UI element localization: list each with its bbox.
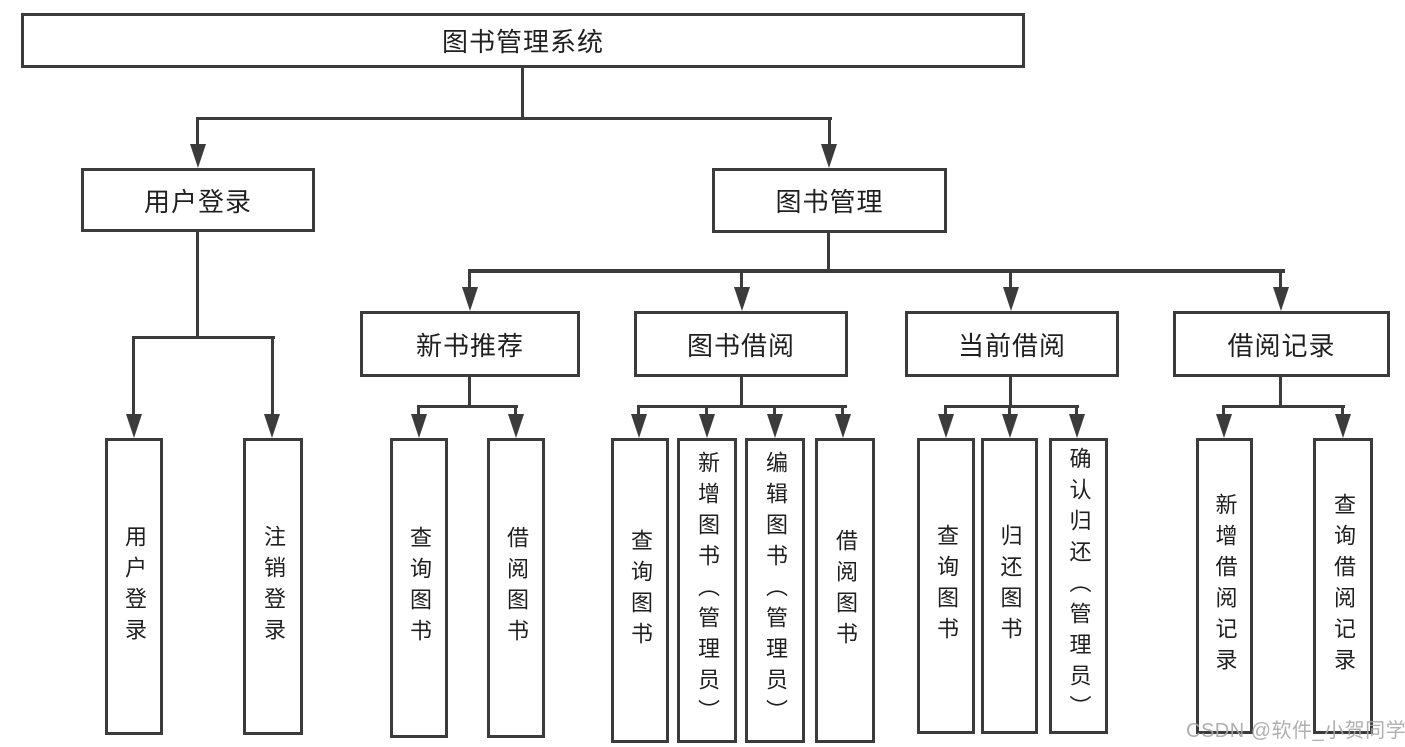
arrowhead-down-icon bbox=[411, 414, 427, 438]
leaf-borrow-book-1: 借阅图书 bbox=[487, 438, 545, 738]
node-current-borrow-label: 当前借阅 bbox=[957, 330, 1066, 361]
arrowhead-down-icon bbox=[190, 144, 206, 168]
arrowhead-down-icon bbox=[126, 414, 142, 438]
leaf-query-borrow-record-label: 查询借阅记录 bbox=[1331, 493, 1356, 679]
connector-line bbox=[1009, 377, 1012, 407]
connector-line bbox=[773, 407, 776, 416]
arrowhead-down-icon bbox=[1216, 414, 1232, 438]
node-borrow-record-label: 借阅记录 bbox=[1227, 330, 1336, 361]
connector-line bbox=[1075, 407, 1078, 416]
connector-line bbox=[841, 407, 844, 416]
arrowhead-down-icon bbox=[767, 414, 783, 438]
leaf-query-book-2: 查询图书 bbox=[611, 438, 669, 743]
csdn-watermark: CSDN @软件_小贺同学 bbox=[1186, 720, 1405, 742]
node-borrow-record: 借阅记录 bbox=[1173, 311, 1390, 377]
leaf-edit-book-admin-label: 编辑图书（管理员） bbox=[763, 451, 788, 730]
arrowhead-down-icon bbox=[1003, 287, 1019, 311]
connector-line bbox=[468, 377, 471, 407]
connector-line bbox=[740, 377, 743, 407]
connector-line bbox=[417, 407, 420, 416]
connector-line bbox=[1341, 407, 1344, 416]
node-user-login: 用户登录 bbox=[81, 168, 315, 232]
connector-line bbox=[1008, 407, 1011, 416]
connector-line bbox=[1222, 405, 1345, 408]
arrowhead-down-icon bbox=[835, 414, 851, 438]
connector-line bbox=[828, 117, 831, 147]
leaf-return-book-label: 归还图书 bbox=[997, 524, 1023, 648]
leaf-user-login-label: 用户登录 bbox=[122, 524, 147, 649]
leaf-borrow-book-2: 借阅图书 bbox=[815, 438, 875, 743]
arrowhead-down-icon bbox=[264, 414, 280, 438]
arrowhead-down-icon bbox=[1335, 414, 1351, 438]
arrowhead-down-icon bbox=[1002, 414, 1018, 438]
leaf-add-borrow-record-label: 新增借阅记录 bbox=[1212, 493, 1238, 679]
leaf-query-book-3-label: 查询图书 bbox=[934, 524, 959, 648]
node-current-borrow: 当前借阅 bbox=[905, 311, 1119, 377]
arrowhead-down-icon bbox=[508, 414, 524, 438]
leaf-borrow-book-2-label: 借阅图书 bbox=[833, 528, 858, 653]
node-book-management: 图书管理 bbox=[712, 168, 947, 233]
connector-line bbox=[132, 336, 135, 416]
leaf-return-book: 归还图书 bbox=[981, 438, 1038, 734]
connector-line bbox=[1009, 273, 1012, 288]
leaf-edit-book-admin: 编辑图书（管理员） bbox=[745, 438, 805, 743]
arrowhead-down-icon bbox=[1069, 414, 1085, 438]
connector-line bbox=[637, 407, 640, 416]
connector-line bbox=[271, 336, 274, 416]
connector-line bbox=[1279, 273, 1282, 288]
arrowhead-down-icon bbox=[938, 414, 954, 438]
connector-line bbox=[132, 336, 275, 339]
leaf-query-book-1: 查询图书 bbox=[390, 438, 448, 738]
connector-line bbox=[468, 269, 1285, 273]
connector-line bbox=[944, 407, 947, 416]
node-book-management-label: 图书管理 bbox=[775, 187, 884, 217]
leaf-query-book-2-label: 查询图书 bbox=[628, 528, 653, 653]
connector-line bbox=[417, 405, 518, 408]
node-new-book-recommend-label: 新书推荐 bbox=[415, 330, 524, 361]
connector-line bbox=[827, 233, 830, 271]
connector-line bbox=[196, 117, 199, 147]
connector-line bbox=[944, 405, 1079, 408]
connector-line bbox=[514, 407, 517, 416]
arrowhead-down-icon bbox=[734, 287, 750, 311]
leaf-user-login: 用户登录 bbox=[105, 438, 163, 735]
node-book-borrow-label: 图书借阅 bbox=[686, 330, 795, 361]
arrowhead-down-icon bbox=[699, 414, 715, 438]
leaf-borrow-book-1-label: 借阅图书 bbox=[504, 526, 529, 650]
node-root: 图书管理系统 bbox=[21, 13, 1025, 68]
arrowhead-down-icon bbox=[821, 144, 837, 168]
connector-line bbox=[196, 117, 832, 120]
leaf-query-book-1-label: 查询图书 bbox=[407, 526, 432, 650]
leaf-add-borrow-record: 新增借阅记录 bbox=[1196, 438, 1253, 734]
leaf-query-borrow-record: 查询借阅记录 bbox=[1313, 438, 1373, 734]
node-new-book-recommend: 新书推荐 bbox=[360, 311, 580, 377]
connector-line bbox=[521, 68, 524, 118]
connector-line bbox=[468, 273, 471, 288]
connector-line bbox=[705, 407, 708, 416]
node-root-label: 图书管理系统 bbox=[441, 27, 604, 57]
leaf-add-book-admin-label: 新增图书（管理员） bbox=[695, 451, 720, 730]
node-book-borrow: 图书借阅 bbox=[634, 311, 848, 377]
leaf-query-book-3: 查询图书 bbox=[917, 438, 975, 734]
arrowhead-down-icon bbox=[631, 414, 647, 438]
connector-line bbox=[196, 232, 199, 338]
leaf-confirm-return-admin-label: 确认归还（管理员） bbox=[1066, 446, 1092, 726]
connector-line bbox=[1222, 407, 1225, 416]
connector-line bbox=[1279, 377, 1282, 406]
leaf-add-book-admin: 新增图书（管理员） bbox=[677, 438, 737, 743]
leaf-logout-label: 注销登录 bbox=[261, 524, 286, 649]
connector-line bbox=[740, 273, 743, 288]
leaf-logout: 注销登录 bbox=[243, 438, 303, 735]
node-user-login-label: 用户登录 bbox=[143, 186, 252, 217]
arrowhead-down-icon bbox=[1273, 287, 1289, 311]
leaf-confirm-return-admin: 确认归还（管理员） bbox=[1049, 438, 1108, 734]
arrowhead-down-icon bbox=[462, 287, 478, 311]
connector-line bbox=[637, 405, 847, 408]
